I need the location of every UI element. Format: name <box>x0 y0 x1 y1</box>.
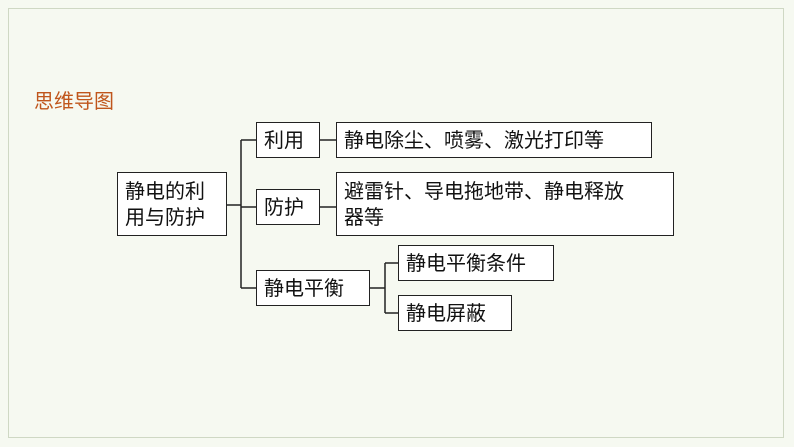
slide-frame <box>8 8 784 438</box>
leaf-node-fanghu: 避雷针、导电拖地带、静电释放 器等 <box>336 172 674 236</box>
root-node-line1: 静电的利 <box>125 179 205 203</box>
mindmap-heading: 思维导图 <box>34 89 114 113</box>
branch-node-liyong: 利用 <box>256 122 320 158</box>
leaf-label: 静电平衡条件 <box>406 251 526 275</box>
leaf-label-line1: 避雷针、导电拖地带、静电释放 <box>344 179 624 203</box>
branch-label: 静电平衡 <box>264 276 344 300</box>
leaf-node-pingbi: 静电屏蔽 <box>398 295 512 331</box>
leaf-node-tiaojian: 静电平衡条件 <box>398 245 554 281</box>
root-node-line2: 用与防护 <box>125 205 205 229</box>
leaf-node-liyong: 静电除尘、喷雾、激光打印等 <box>336 122 652 158</box>
leaf-label-line2: 器等 <box>344 205 384 229</box>
branch-label: 防护 <box>264 195 304 219</box>
root-node: 静电的利 用与防护 <box>117 172 227 236</box>
branch-node-pingheng: 静电平衡 <box>256 270 370 306</box>
branch-node-fanghu: 防护 <box>256 189 320 225</box>
leaf-label: 静电除尘、喷雾、激光打印等 <box>344 128 604 152</box>
branch-label: 利用 <box>264 128 304 152</box>
leaf-label: 静电屏蔽 <box>406 301 486 325</box>
